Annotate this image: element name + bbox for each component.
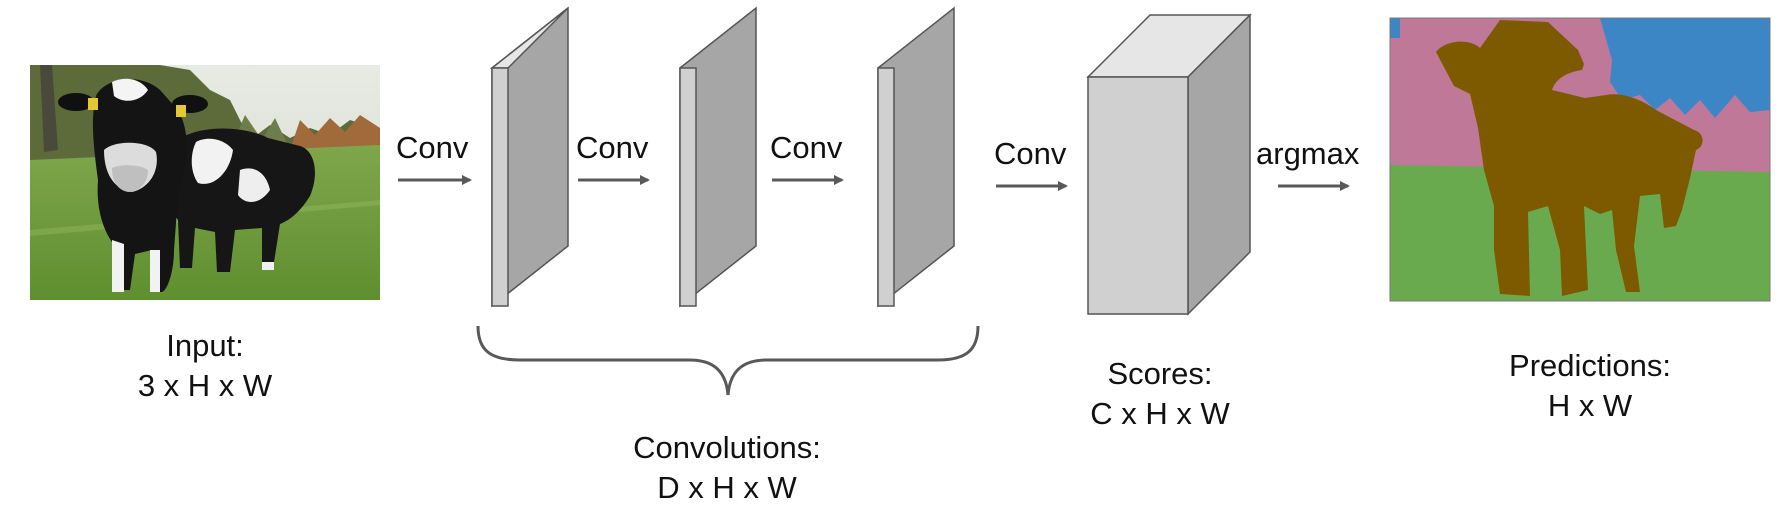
conv-label-2: Conv xyxy=(576,130,649,165)
input-title: Input: xyxy=(166,328,244,363)
conv-label-1: Conv xyxy=(396,130,469,165)
conv-label-4: Conv xyxy=(994,136,1067,171)
predictions-title: Predictions: xyxy=(1509,348,1671,383)
scores-block xyxy=(1086,13,1252,316)
scores-dims: C x H x W xyxy=(1090,396,1230,431)
input-caption: Input: 3 x H x W xyxy=(105,326,305,406)
conv-layer-2 xyxy=(679,6,757,308)
convolutions-title: Convolutions: xyxy=(633,430,821,465)
scores-caption: Scores: C x H x W xyxy=(1060,354,1260,434)
prediction-map xyxy=(1389,17,1771,302)
convolutions-dims: D x H x W xyxy=(657,470,797,505)
predictions-caption: Predictions: H x W xyxy=(1480,346,1700,426)
conv-layer-3 xyxy=(877,6,955,308)
input-dims: 3 x H x W xyxy=(137,368,273,403)
predictions-dims: H x W xyxy=(1547,388,1633,423)
conv-layer-1 xyxy=(489,6,569,308)
convolutions-caption: Convolutions: D x H x W xyxy=(602,428,852,508)
convolutions-brace xyxy=(476,325,980,396)
input-image xyxy=(30,65,380,300)
conv-label-3: Conv xyxy=(770,130,843,165)
argmax-label: argmax xyxy=(1256,136,1360,171)
scores-title: Scores: xyxy=(1107,356,1213,391)
